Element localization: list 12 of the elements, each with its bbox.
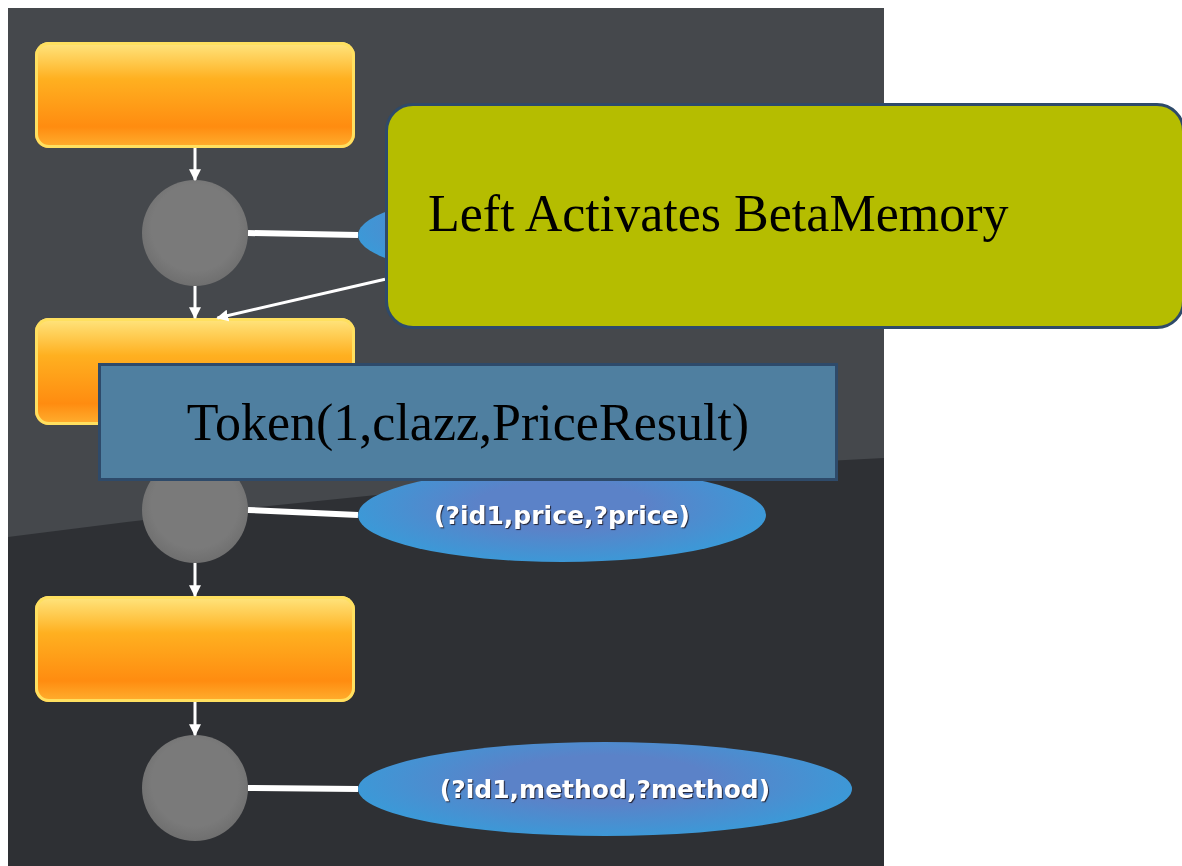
arrow (189, 286, 201, 320)
token-tooltip: Token(1,clazz,PriceResult) (98, 363, 838, 481)
callout-tooltip: Left Activates BetaMemory (385, 103, 1182, 329)
connector-line (247, 507, 359, 518)
arrow (189, 702, 201, 737)
connector-line (247, 230, 359, 238)
arrow (216, 277, 386, 322)
process-box (35, 42, 355, 148)
arrow (189, 563, 201, 598)
process-box (35, 596, 355, 702)
arrow (189, 148, 201, 182)
connector-line (247, 785, 359, 792)
